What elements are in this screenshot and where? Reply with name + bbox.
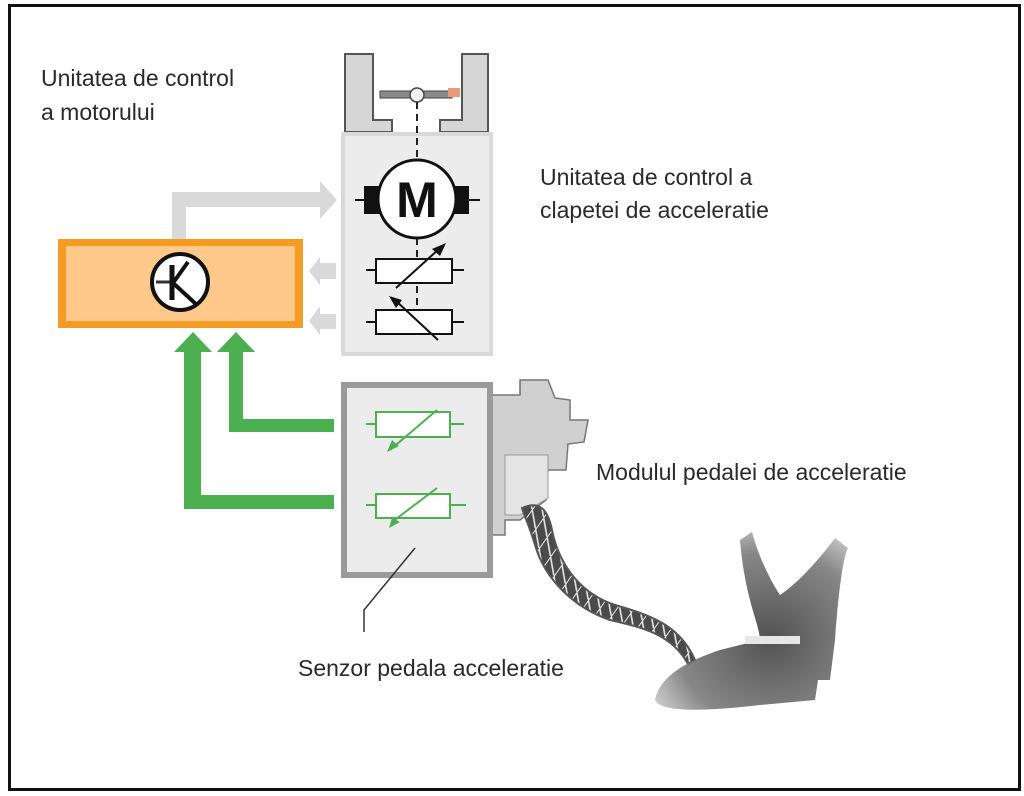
pedal-sensor-label: Senzor pedala acceleratie [298, 655, 564, 681]
pedal-potentiometer-1-icon [366, 409, 464, 452]
arrow-pedal-sensor-2-to-ecu [174, 332, 334, 509]
throttle-unit-label-line1: Unitatea de control a [540, 164, 752, 190]
motor-icon: M [355, 158, 480, 240]
throttle-control-unit: M [341, 102, 493, 356]
pedal-module-label: Modulul pedalei de acceleratie [596, 459, 907, 485]
ecu-label-line1: Unitatea de control [41, 65, 234, 91]
throttle-unit-label-line2: clapetei de acceleratie [540, 197, 769, 223]
pedal-potentiometer-2-icon [366, 487, 466, 528]
arrow-pot2-to-ecu [309, 306, 336, 335]
motor-symbol-label: M [396, 172, 438, 228]
arrow-pedal-sensor-1-to-ecu [217, 332, 334, 432]
throttle-potentiometer-2-icon [366, 296, 464, 341]
arrow-pot1-to-ecu [309, 257, 336, 285]
throttle-flap-tip [448, 88, 460, 97]
accelerator-pedal-arm [520, 504, 697, 666]
throttle-shaft [409, 87, 425, 103]
pedal-sensor-unit [341, 382, 493, 578]
green-signal-arrows [174, 332, 334, 509]
transistor-icon [150, 252, 210, 312]
engine-control-unit [58, 239, 303, 328]
gray-signal-arrows [172, 181, 337, 335]
pedal-sensor-leader-line [363, 547, 416, 632]
throttle-housing [344, 53, 489, 133]
arrow-ecu-to-motor [172, 181, 337, 240]
driver-shoe-image [655, 532, 848, 710]
pedal-module-housing [487, 379, 589, 536]
throttle-potentiometer-icon [366, 243, 464, 289]
ecu-label-line2: a motorului [41, 99, 155, 125]
